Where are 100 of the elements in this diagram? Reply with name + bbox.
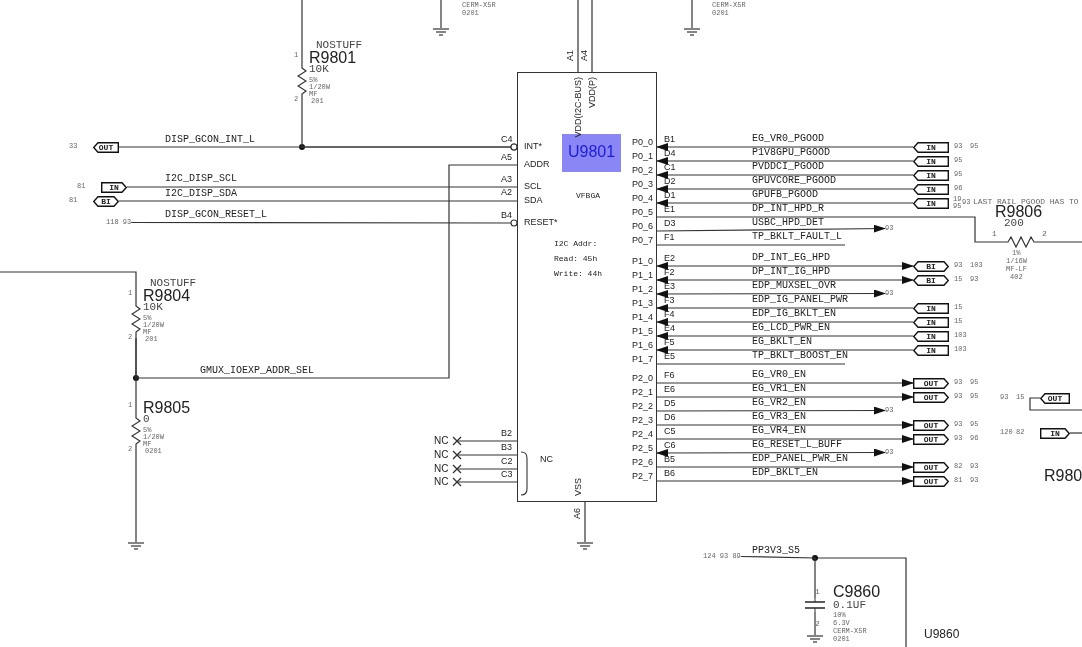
signal-arrow bbox=[656, 289, 886, 298]
signal-arrow bbox=[656, 157, 914, 165]
net-label: TP_BKLT_FAULT_L bbox=[752, 232, 842, 242]
signal-arrow bbox=[656, 435, 914, 443]
port-flag: IN bbox=[1040, 427, 1070, 439]
pin-number: A6 bbox=[573, 508, 582, 519]
ic-chip bbox=[517, 72, 657, 502]
pin-number: B6 bbox=[664, 469, 675, 478]
net-label: EDP_BKLT_EN bbox=[752, 468, 818, 478]
pin-number: C6 bbox=[664, 441, 676, 450]
wire bbox=[1029, 397, 1082, 411]
note-text: Write: 44h bbox=[554, 270, 602, 278]
pin-number: E4 bbox=[664, 324, 675, 333]
net-label: EG_VR0_PGOOD bbox=[752, 134, 824, 144]
pin-number: F1 bbox=[664, 233, 675, 242]
signal-arrow bbox=[656, 379, 914, 387]
capacitor-symbol bbox=[805, 598, 825, 612]
pin-number: A1 bbox=[566, 50, 575, 61]
pin-label: P2_3 bbox=[631, 416, 653, 425]
no-connect-label: NC bbox=[434, 477, 449, 487]
component-spec: 1 bbox=[992, 230, 997, 238]
note-text: Read: 45h bbox=[554, 255, 598, 263]
net-label: EG_VR3_EN bbox=[752, 412, 806, 422]
pin-number: D6 bbox=[664, 413, 676, 422]
package-label: VFBGA bbox=[576, 192, 600, 200]
pin-label: VSS bbox=[574, 478, 583, 496]
port-flag: IN bbox=[913, 316, 949, 328]
component-value: 10K bbox=[143, 302, 163, 313]
wire bbox=[656, 244, 846, 246]
net-label: PVDDCI_PGOOD bbox=[752, 162, 824, 172]
port-flag: BI bbox=[913, 260, 949, 272]
pin-label: P0_5 bbox=[631, 208, 653, 217]
resistor-symbol bbox=[131, 412, 141, 450]
resistor-symbol bbox=[297, 62, 307, 100]
component-spec: 2 bbox=[1042, 230, 1047, 238]
component-value: 0.1UF bbox=[833, 600, 866, 611]
net-label: EG_VR1_EN bbox=[752, 384, 806, 394]
pin-number: E6 bbox=[664, 385, 675, 394]
net-label: EDP_IG_BKLT_EN bbox=[752, 309, 836, 319]
pin-label: P0_0 bbox=[631, 138, 653, 147]
signal-arrow bbox=[656, 171, 914, 179]
component-value: 10K bbox=[309, 64, 329, 75]
net-label: I2C_DISP_SCL bbox=[165, 174, 237, 184]
signal-arrow bbox=[656, 318, 914, 326]
pin-label: VDD(P) bbox=[588, 77, 597, 108]
signal-arrow bbox=[656, 304, 914, 312]
pin-number: D4 bbox=[664, 149, 676, 158]
net-label: P1V8GPU_PGOOD bbox=[752, 148, 830, 158]
signal-arrow bbox=[656, 185, 914, 193]
no-connect-label: NC bbox=[434, 450, 449, 460]
pin-label: INT* bbox=[524, 142, 542, 151]
pin-label: P2_1 bbox=[631, 388, 653, 397]
signal-arrow bbox=[656, 463, 914, 471]
signal-arrow bbox=[656, 346, 914, 354]
pin-label: P0_6 bbox=[631, 222, 653, 231]
reference-designator: R9805 bbox=[143, 400, 191, 416]
signal-arrow bbox=[656, 393, 914, 401]
pin-number: C5 bbox=[664, 427, 676, 436]
signal-arrow bbox=[656, 199, 914, 207]
reference-designator: R9804 bbox=[143, 288, 191, 304]
wire bbox=[135, 164, 518, 379]
net-label: GPUFB_PGOOD bbox=[752, 190, 818, 200]
pin-number: C2 bbox=[501, 457, 513, 466]
signal-arrow bbox=[656, 448, 886, 457]
port-flag: OUT bbox=[913, 475, 949, 487]
pin-number: E1 bbox=[664, 205, 675, 214]
net-label: EDP_PANEL_PWR_EN bbox=[752, 454, 848, 464]
wire bbox=[118, 200, 518, 202]
pin-label: ADDR bbox=[524, 160, 550, 169]
pin-number: B5 bbox=[664, 455, 675, 464]
net-label: EG_BKLT_EN bbox=[752, 337, 812, 347]
pin-number: F4 bbox=[664, 310, 675, 319]
pin-number: D5 bbox=[664, 399, 676, 408]
wire bbox=[126, 186, 518, 188]
pin-label: P1_1 bbox=[631, 271, 653, 280]
pin-label: P1_0 bbox=[631, 257, 653, 266]
pin-label: P0_4 bbox=[631, 194, 653, 203]
port-flag: OUT bbox=[93, 141, 119, 153]
port-flag: OUT bbox=[913, 461, 949, 473]
pin-label: RESET* bbox=[524, 218, 558, 227]
pin-number: B4 bbox=[501, 211, 512, 220]
pin-number: A2 bbox=[501, 188, 512, 197]
pin-number: E2 bbox=[664, 254, 675, 263]
pin-label: P0_7 bbox=[631, 236, 653, 245]
port-flag: IN bbox=[913, 330, 949, 342]
reference-designator: C9860 bbox=[833, 584, 881, 600]
no-connect-label: NC bbox=[434, 464, 449, 474]
component-value: NOSTUFF bbox=[316, 40, 363, 51]
port-flag: IN bbox=[913, 197, 949, 209]
pin-label: NC bbox=[540, 455, 553, 464]
signal-arrow bbox=[656, 276, 914, 284]
pin-label: P2_6 bbox=[631, 458, 653, 467]
net-label: EG_VR0_EN bbox=[752, 370, 806, 380]
net-label: EG_VR2_EN bbox=[752, 398, 806, 408]
net-label: USBC_HPD_DET bbox=[752, 218, 824, 228]
net-label: PP3V3_S5 bbox=[752, 546, 800, 556]
port-flag: IN bbox=[101, 181, 127, 193]
port-flag: OUT bbox=[913, 433, 949, 445]
pin-number: B2 bbox=[501, 429, 512, 438]
pin-label: VDD(I2C-BUS) bbox=[574, 77, 583, 138]
